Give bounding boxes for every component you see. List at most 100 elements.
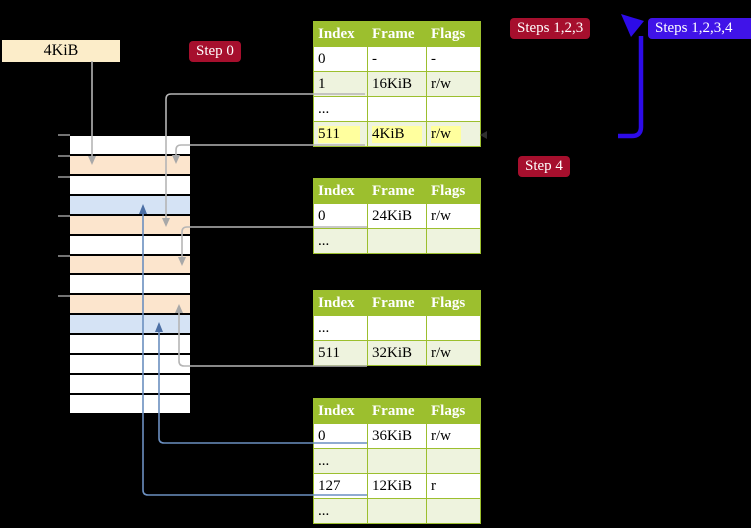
column-header: Frame bbox=[367, 178, 427, 204]
steps-arrow-to-level2-table bbox=[618, 14, 644, 139]
steps123-badge: Steps 1,2,3 bbox=[510, 18, 591, 39]
table-cell: 32KiB bbox=[367, 340, 427, 366]
table-cell: 24KiB bbox=[367, 203, 427, 229]
table-row: ... bbox=[313, 448, 481, 474]
table-cell: ... bbox=[313, 498, 368, 524]
table-pointer-tip-icon bbox=[480, 131, 487, 139]
memory-frame-white bbox=[70, 136, 190, 154]
table-cell: 0 bbox=[313, 46, 368, 72]
memory-frame-white bbox=[70, 335, 190, 354]
column-header: Flags bbox=[426, 290, 481, 316]
memory-frame-white bbox=[70, 275, 190, 294]
table-cell: - bbox=[367, 46, 427, 72]
memory-frame-orange bbox=[70, 155, 190, 174]
memory-frame-blue bbox=[70, 195, 190, 214]
table-cell: r/w bbox=[426, 203, 481, 229]
table-cell: 0 bbox=[313, 203, 368, 229]
table-row: ... bbox=[313, 315, 481, 341]
table-cell bbox=[367, 315, 427, 341]
table-row: 0-- bbox=[313, 46, 481, 72]
table-cell: - bbox=[426, 46, 481, 72]
table-cell bbox=[367, 448, 427, 474]
column-header: Frame bbox=[367, 290, 427, 316]
step0-badge: Step 0 bbox=[189, 41, 241, 62]
table-cell bbox=[426, 498, 481, 524]
column-header: Index bbox=[313, 290, 368, 316]
table-cell: 1 bbox=[313, 71, 368, 97]
table-cell bbox=[426, 448, 481, 474]
table-cell: 511 bbox=[313, 121, 368, 147]
page-size-label: 4KiB bbox=[2, 40, 120, 62]
memory-frame-white bbox=[70, 175, 190, 194]
table-cell: 12KiB bbox=[367, 473, 427, 499]
table-cell bbox=[367, 96, 427, 122]
memory-frame-orange bbox=[70, 255, 190, 274]
table-cell: r/w bbox=[426, 71, 481, 97]
table-cell: r/w bbox=[426, 423, 481, 449]
column-header: Flags bbox=[426, 398, 481, 424]
memory-frame-white bbox=[70, 355, 190, 374]
column-header: Index bbox=[313, 398, 368, 424]
column-header: Index bbox=[313, 21, 368, 47]
table-cell: 4KiB bbox=[367, 121, 427, 147]
memory-frame-white bbox=[70, 375, 190, 393]
physical-memory-stack bbox=[70, 136, 190, 413]
memory-frame-white bbox=[70, 394, 190, 413]
table-cell: 0 bbox=[313, 423, 368, 449]
table-cell bbox=[426, 96, 481, 122]
memory-frame-orange bbox=[70, 295, 190, 314]
table-row: 511 4KiB r/w bbox=[313, 121, 481, 147]
table-cell bbox=[426, 228, 481, 254]
table-cell: ... bbox=[313, 315, 368, 341]
table-cell: ... bbox=[313, 96, 368, 122]
steps-arrowhead-icon bbox=[621, 14, 644, 37]
table-row: ... bbox=[313, 228, 481, 254]
column-header: Index bbox=[313, 178, 368, 204]
memory-frame-orange bbox=[70, 215, 190, 234]
table-cell bbox=[426, 315, 481, 341]
steps1234-badge: Steps 1,2,3,4 bbox=[648, 18, 751, 39]
table-cell: 511 bbox=[313, 340, 368, 366]
table-cell: r bbox=[426, 473, 481, 499]
highlighted-value: r/w bbox=[431, 125, 461, 143]
steps-arrow-shaft bbox=[618, 36, 644, 139]
table-cell: 127 bbox=[313, 473, 368, 499]
table-cell bbox=[367, 498, 427, 524]
table-cell: r/w bbox=[426, 121, 481, 147]
step4-badge: Step 4 bbox=[518, 156, 570, 177]
memory-frame-blue bbox=[70, 315, 190, 334]
memory-frame-white bbox=[70, 235, 190, 254]
column-header: Frame bbox=[367, 398, 427, 424]
table-cell: ... bbox=[313, 228, 368, 254]
highlighted-value: 4KiB bbox=[372, 125, 422, 143]
table-cell: ... bbox=[313, 448, 368, 474]
table-row: ... bbox=[313, 498, 481, 524]
table-cell bbox=[367, 228, 427, 254]
table-cell: 36KiB bbox=[367, 423, 427, 449]
column-header: Flags bbox=[426, 178, 481, 204]
address-tick-marks bbox=[58, 134, 70, 297]
table-row: ... bbox=[313, 96, 481, 122]
table-cell: r/w bbox=[426, 340, 481, 366]
highlighted-value: 511 bbox=[318, 125, 360, 143]
column-header: Frame bbox=[367, 21, 427, 47]
column-header: Flags bbox=[426, 21, 481, 47]
table-cell: 16KiB bbox=[367, 71, 427, 97]
